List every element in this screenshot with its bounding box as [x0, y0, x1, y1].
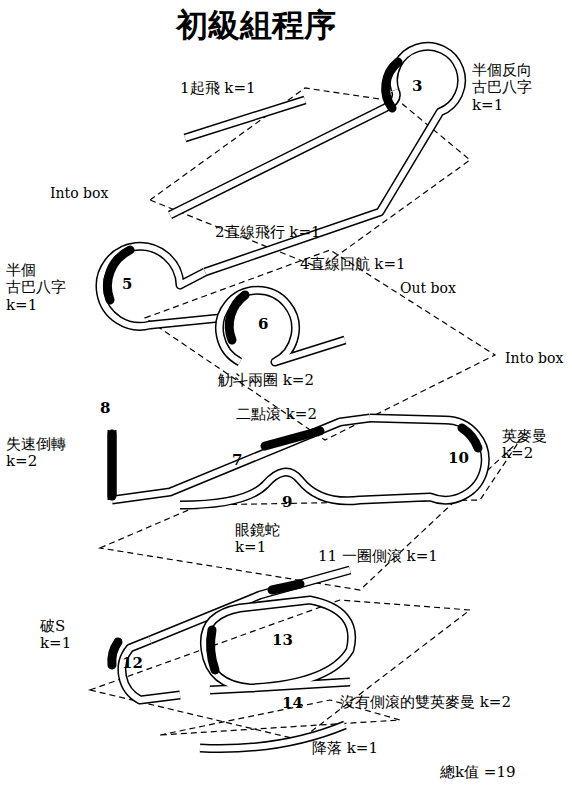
maneuver-label: Into box: [505, 350, 563, 366]
callout-number: 12: [122, 655, 143, 672]
callout-number: 13: [272, 632, 293, 649]
callout-number: 8: [100, 400, 110, 417]
callout-number: 10: [448, 450, 469, 467]
maneuver-label: Into box: [50, 185, 108, 201]
maneuver-label: 降落 k=1: [312, 740, 378, 757]
callout-number: 6: [258, 316, 268, 333]
callout-number: 14: [282, 695, 303, 712]
roll-mark: [107, 62, 478, 670]
maneuver-label: 4直線回航 k=1: [300, 256, 406, 273]
maneuver-label: 11 一圈側滾 k=1: [318, 548, 438, 565]
maneuver-label: 英麥曼 k=2: [502, 428, 560, 463]
maneuver-label: 觔斗兩圈 k=2: [218, 372, 314, 389]
maneuver-label: 2直線飛行 k=1: [215, 224, 321, 241]
callout-number: 5: [122, 276, 132, 293]
callout-number: 7: [232, 452, 242, 469]
flight-path: [100, 46, 485, 748]
title: 初級組程序: [0, 4, 512, 48]
maneuver-label: Out box: [400, 280, 456, 296]
callout-number: 9: [282, 494, 292, 511]
maneuver-label: 二點滾 k=2: [236, 406, 317, 423]
maneuver-label: 破S k=1: [40, 618, 80, 653]
maneuver-label: 眼鏡蛇 k=1: [235, 522, 291, 557]
maneuver-label: 失速倒轉 k=2: [6, 436, 76, 471]
maneuver-label: 總k值 =19: [440, 764, 516, 781]
callout-number: 3: [412, 78, 422, 95]
maneuver-label: 半個 古巴八字 k=1: [6, 262, 76, 314]
box-outline: [90, 88, 520, 740]
maneuver-label: 半個反向 古巴八字 k=1: [472, 62, 542, 114]
maneuver-label: 沒有側滾的雙英麥曼 k=2: [340, 694, 511, 711]
maneuver-label: 1起飛 k=1: [180, 80, 256, 97]
